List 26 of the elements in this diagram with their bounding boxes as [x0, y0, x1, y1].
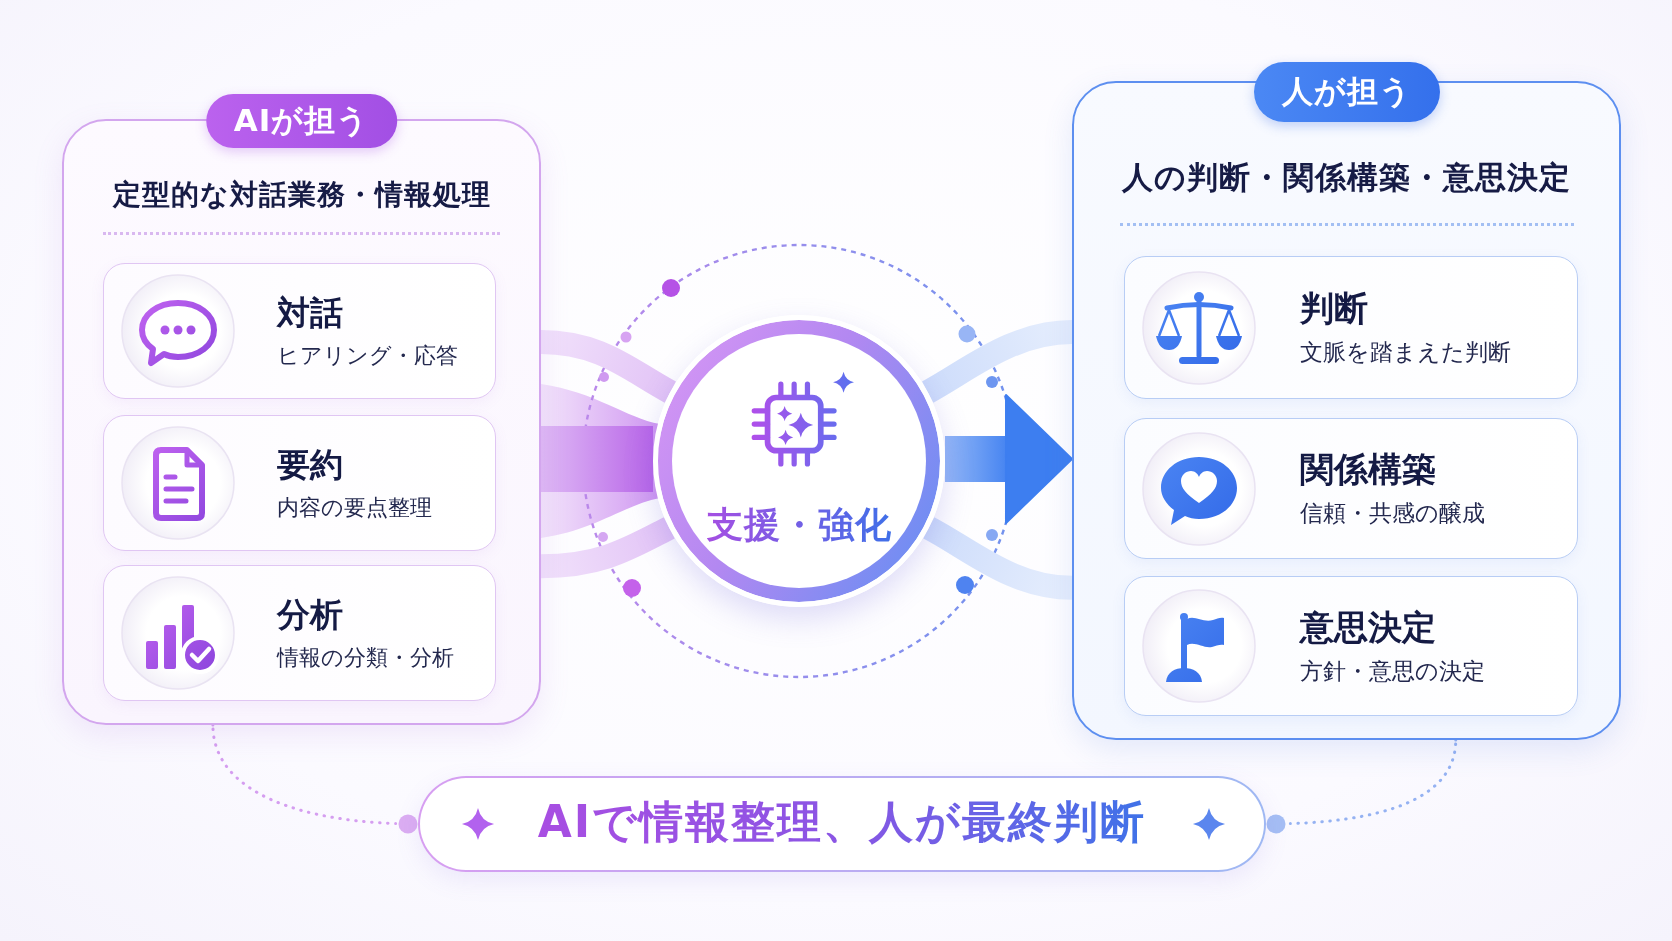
card-title: 関係構築: [1300, 449, 1436, 491]
section-badge: 人が担う: [1253, 62, 1440, 122]
section-heading: 人の判断・関係構築・意思決定: [1122, 158, 1571, 197]
feature-card: [103, 415, 496, 551]
feature-card: [1124, 256, 1578, 399]
card-description: 信頼・共感の醸成: [1300, 500, 1485, 528]
card-description: 情報の分類・分析: [277, 644, 454, 671]
card-title: 意思決定: [1300, 606, 1436, 648]
feature-card: [1124, 418, 1578, 559]
card-title: 判断: [1300, 288, 1368, 330]
section-badge: AIが担う: [205, 94, 398, 148]
card-description: 方針・意思の決定: [1300, 657, 1485, 686]
card-description: ヒアリング・応答: [277, 342, 458, 369]
feature-card: [103, 565, 496, 701]
flow-band: [541, 425, 653, 492]
card-description: 内容の要点整理: [277, 494, 432, 521]
card-title: 分析: [277, 595, 343, 635]
dotted-connector: [1264, 738, 1458, 834]
feature-card: [1124, 576, 1578, 716]
block-arrow: [945, 394, 1073, 524]
card-title: 要約: [277, 445, 343, 485]
card-description: 文脈を踏まえた判断: [1300, 339, 1511, 367]
feature-card: [103, 263, 496, 399]
dotted-connector: [211, 723, 420, 834]
card-title: 対話: [277, 293, 343, 333]
section-heading: 定型的な対話業務・情報処理: [112, 177, 491, 212]
